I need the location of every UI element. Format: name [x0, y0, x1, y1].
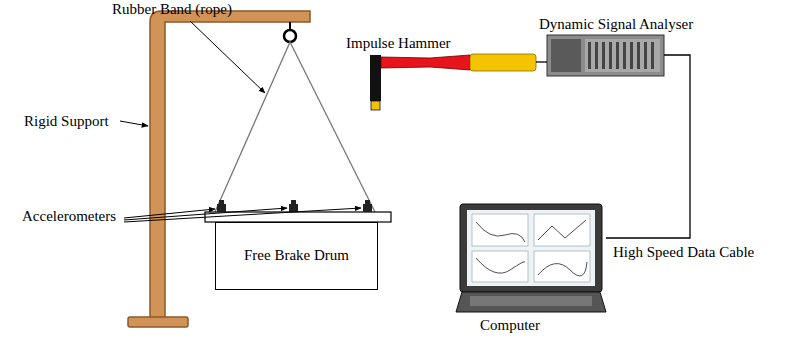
drum-box: Free Brake Drum — [215, 222, 378, 290]
node-text: Free Brake Drum — [216, 247, 377, 264]
node-text: Impulse Hammer — [346, 35, 451, 52]
cable — [606, 55, 690, 238]
cable-label: High Speed Data Cable — [612, 244, 755, 261]
impulse-hammer — [370, 54, 536, 110]
accelerometer-symbol — [217, 200, 372, 212]
signal-analyser — [547, 35, 664, 76]
part-label: Rubber Band (rope) — [112, 1, 232, 18]
node-text: Computer — [480, 317, 540, 334]
analyser-box: Dynamic Signal Analyser — [547, 35, 664, 76]
part-label: Rigid Support — [24, 113, 109, 130]
part-label: Accelerometers — [22, 208, 116, 225]
cable — [536, 61, 547, 62]
leader-line — [120, 21, 361, 222]
hammer-box: Impulse Hammer — [368, 54, 536, 112]
node-text: Dynamic Signal Analyser — [539, 16, 693, 33]
hook-stem — [289, 22, 291, 30]
computer — [456, 204, 606, 312]
computer-box: Computer — [456, 203, 606, 313]
drum-flange — [205, 212, 391, 222]
hook-ring — [284, 30, 296, 42]
